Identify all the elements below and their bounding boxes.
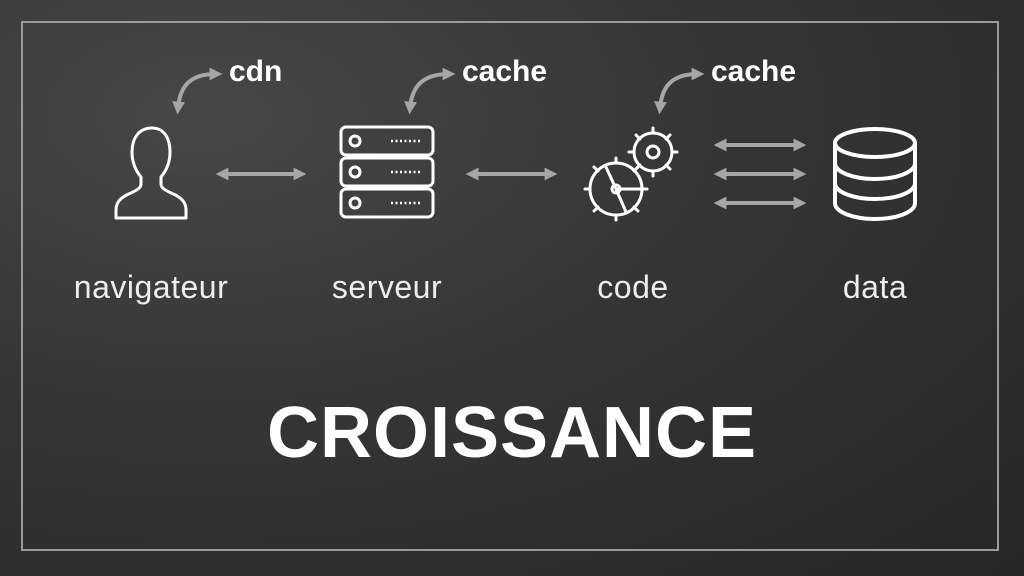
cdn-label: cdn [229, 55, 283, 88]
node-label-data: data [842, 269, 908, 305]
gears-icon [583, 126, 679, 222]
curved-arrow-cache-serveur [404, 67, 456, 115]
cache-arrows [172, 67, 705, 115]
node-label-serveur: serveur [331, 269, 443, 305]
cache-label-serveur: cache [462, 55, 548, 88]
node-label-code: code [597, 269, 669, 305]
server-icon [339, 125, 435, 219]
database-icon [833, 127, 917, 222]
connection-arrows [215, 138, 807, 210]
curved-arrow-cache-code [654, 67, 705, 115]
diagram-frame [21, 21, 999, 551]
user-icon [114, 126, 188, 220]
page-title: CROISSANCE [266, 393, 758, 473]
curved-arrow-cdn [172, 67, 223, 115]
cache-label-code: cache [711, 55, 797, 88]
node-label-navigateur: navigateur [73, 269, 229, 305]
